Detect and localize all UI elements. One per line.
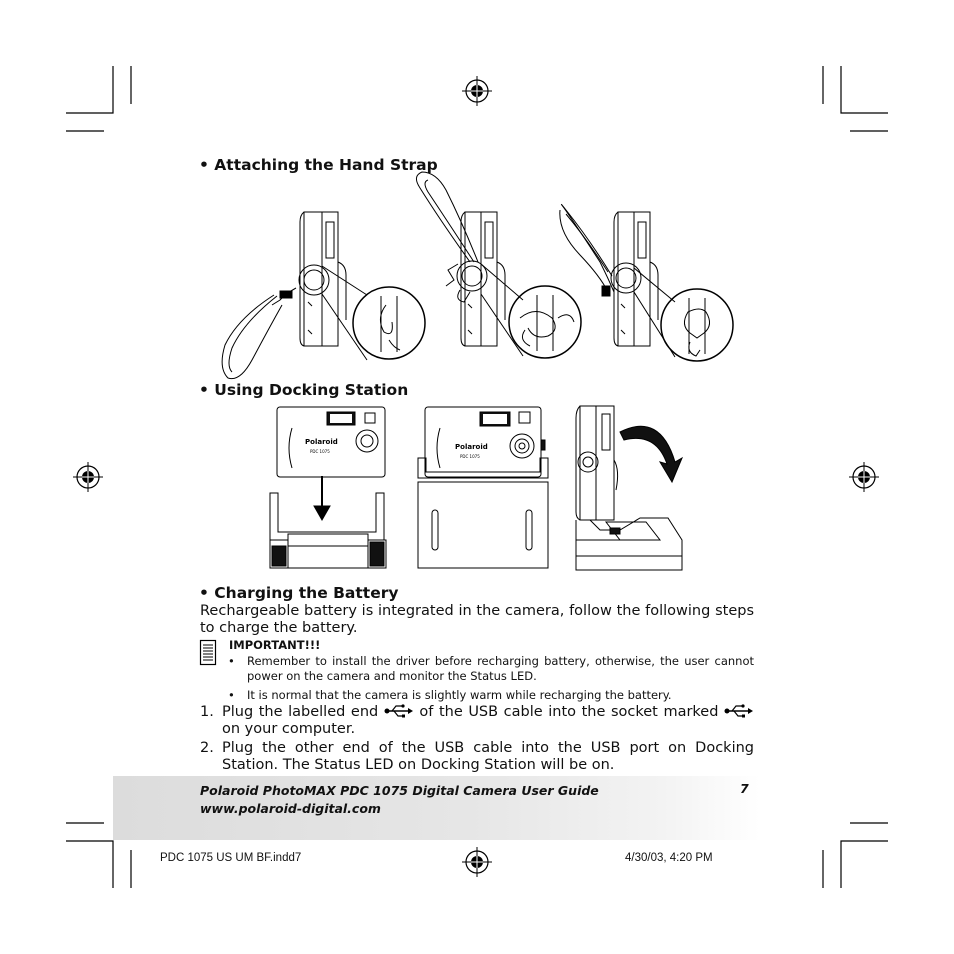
footer-band — [113, 776, 760, 840]
important-bullet-1: • Remember to install the driver before … — [228, 654, 754, 684]
charging-step-2: 2. Plug the other end of the USB cable i… — [200, 740, 754, 774]
strap-step-3-illustration — [559, 204, 734, 362]
step-number: 1. — [200, 704, 214, 720]
important-label: IMPORTANT!!! — [229, 638, 321, 652]
registration-mark-icon — [462, 76, 492, 106]
step-text-part: of the USB cable into the socket marked — [419, 704, 719, 720]
charging-step-1: 1. Plug the labelled end of the USB cabl… — [200, 704, 754, 738]
registration-mark-icon — [73, 462, 103, 492]
slug-filename: PDC 1075 US UM BF.indd7 — [160, 852, 302, 864]
bullet-dot: • — [228, 688, 235, 702]
step-text: Plug the labelled end of the USB cable i… — [200, 704, 754, 738]
usb-symbol-icon — [384, 704, 413, 718]
crop-mark-icon — [66, 840, 114, 888]
dock-step-3-illustration — [575, 405, 683, 571]
camera-brand-label-2: Polaroid — [455, 443, 488, 451]
bullet-text: Remember to install the driver before re… — [247, 654, 754, 683]
page-number: 7 — [740, 781, 749, 796]
camera-model-label-2: PDC 1075 — [460, 454, 480, 459]
strap-step-2-illustration — [416, 171, 582, 359]
step-text: Plug the other end of the USB cable into… — [222, 740, 754, 773]
curved-arrow-icon — [619, 425, 684, 484]
charging-intro: Rechargeable battery is integrated in th… — [200, 603, 754, 636]
bullet-text: It is normal that the camera is slightly… — [247, 688, 672, 702]
registration-mark-icon — [462, 847, 492, 877]
crop-mark-icon — [840, 66, 888, 114]
section-heading-hand-strap: • Attaching the Hand Strap — [199, 156, 438, 174]
slug-date: 4/30/03, 4:20 PM — [625, 852, 713, 864]
note-icon — [199, 639, 217, 666]
registration-mark-icon — [849, 462, 879, 492]
dock-step-2-illustration — [417, 406, 549, 569]
strap-step-1-illustration — [221, 211, 426, 380]
step-number: 2. — [200, 740, 214, 756]
bullet-dot: • — [228, 654, 235, 668]
footer-title: Polaroid PhotoMAX PDC 1075 Digital Camer… — [200, 783, 599, 798]
crop-mark-icon — [66, 66, 114, 114]
footer-url: www.polaroid-digital.com — [200, 801, 381, 816]
camera-model-label-1: PDC 1075 — [310, 449, 330, 454]
camera-brand-label-1: Polaroid — [305, 438, 338, 446]
usb-symbol-icon — [724, 704, 753, 718]
crop-mark-icon — [840, 840, 888, 888]
section-heading-charging: • Charging the Battery — [199, 584, 399, 602]
section-heading-docking-station: • Using Docking Station — [199, 381, 409, 399]
step-text-part: Plug the labelled end — [222, 704, 379, 720]
dock-step-1-illustration — [269, 406, 387, 569]
important-bullet-2: • It is normal that the camera is slight… — [228, 688, 754, 703]
step-text-part: on your computer. — [222, 721, 356, 737]
